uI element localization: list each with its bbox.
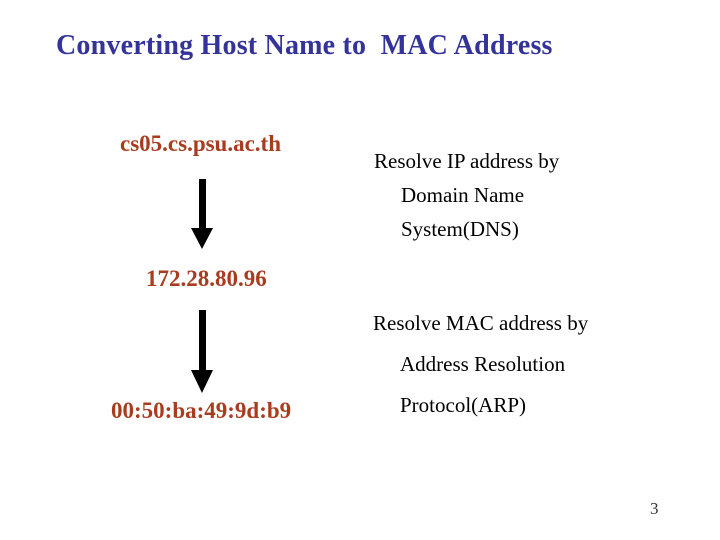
dns-note-line-3: System(DNS) xyxy=(401,217,519,241)
arrow-shaft xyxy=(198,179,206,228)
arp-note-line-1: Resolve MAC address by xyxy=(373,311,589,335)
arp-note: Resolve MAC address by Address Resolutio… xyxy=(373,303,588,426)
mac-address-label: 00:50:ba:49:9d:b9 xyxy=(111,398,292,423)
dns-note: Resolve IP address by Domain Name System… xyxy=(374,144,559,246)
arrow-shaft xyxy=(198,310,206,370)
arrow-head xyxy=(191,370,213,393)
arp-note-line-2: Address Resolution xyxy=(400,352,566,376)
host-name-label: cs05.cs.psu.ac.th xyxy=(120,131,282,156)
page-number: 3 xyxy=(650,499,659,518)
down-arrow-icon xyxy=(191,179,213,249)
arrow-head xyxy=(191,228,213,249)
slide-title: Converting Host Name to MAC Address xyxy=(56,30,553,61)
ip-address-label: 172.28.80.96 xyxy=(146,266,267,291)
down-arrow-icon xyxy=(191,310,213,393)
dns-note-line-2: Domain Name xyxy=(401,183,525,207)
arp-note-line-3: Protocol(ARP) xyxy=(400,393,526,417)
dns-note-line-1: Resolve IP address by xyxy=(374,149,560,173)
